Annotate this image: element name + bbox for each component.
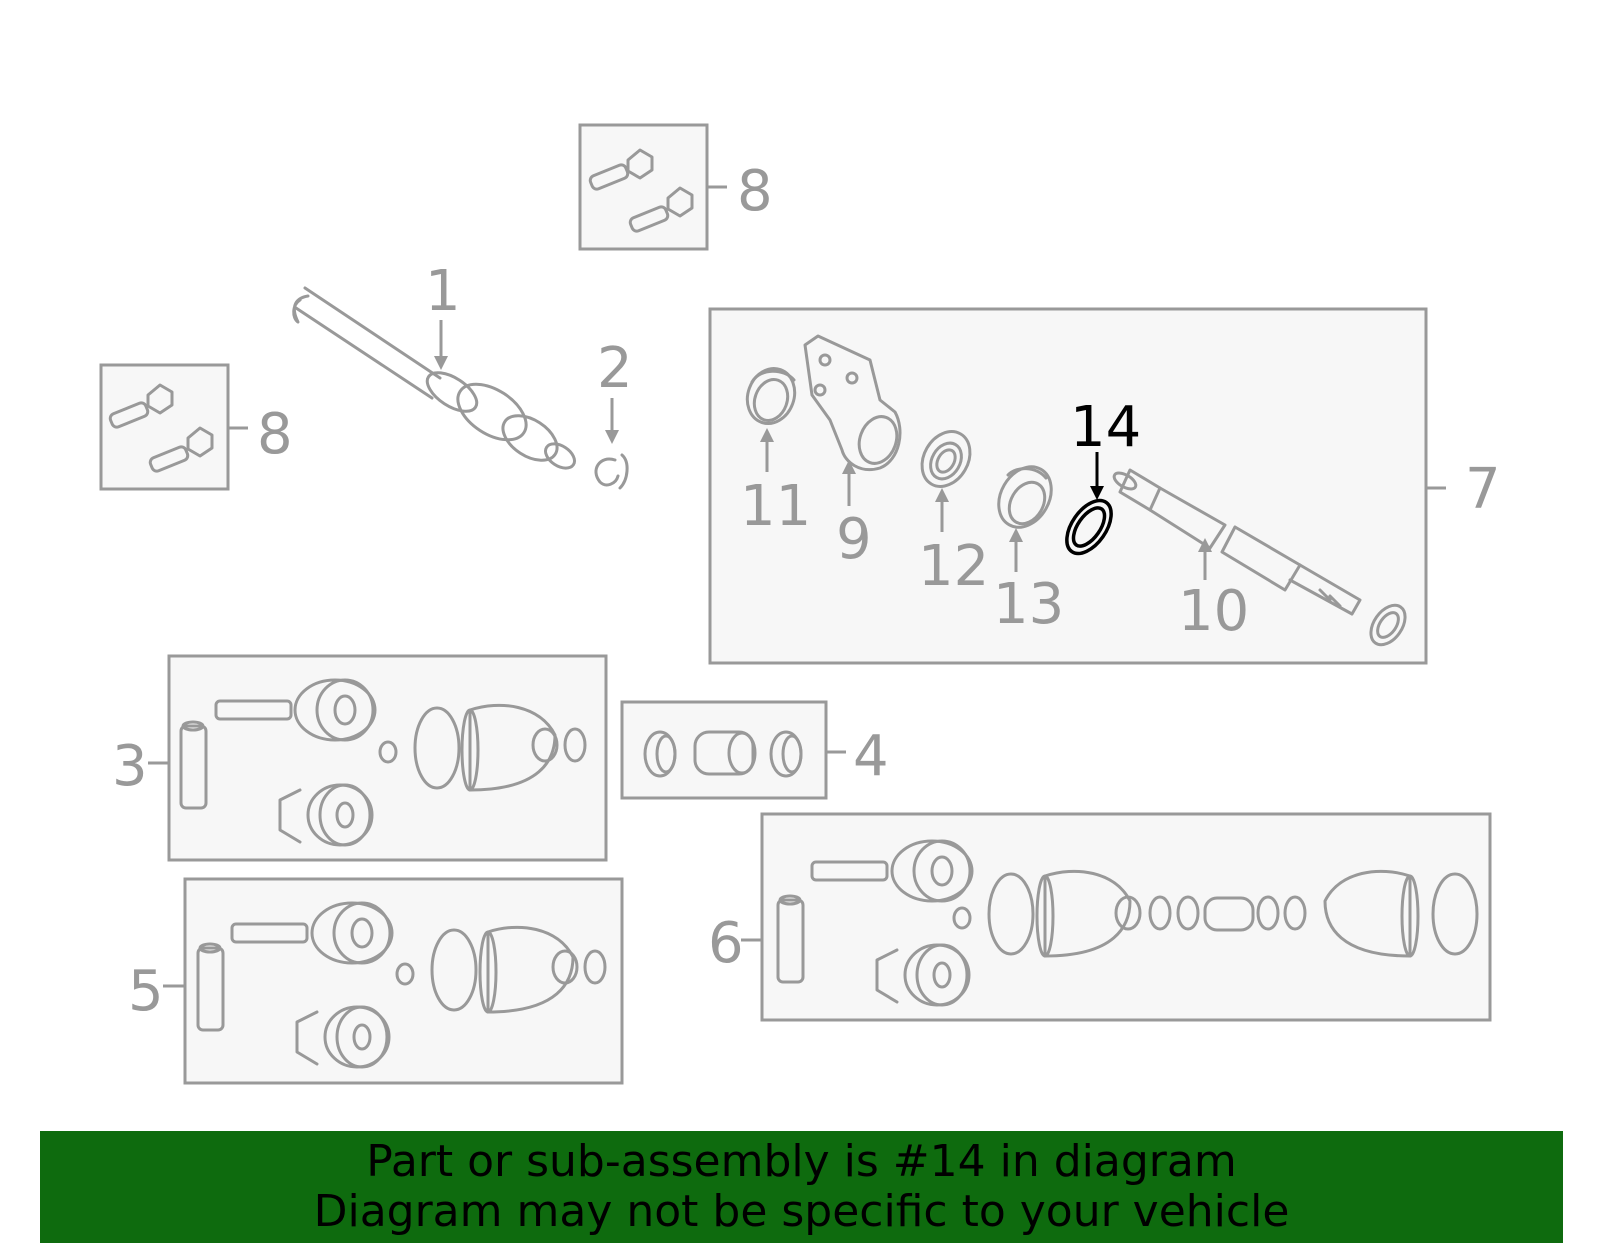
callout-1: 1 [425, 259, 461, 324]
bolt-box-top [578, 123, 727, 251]
box-6-boot-kit [741, 812, 1492, 1022]
callout-10: 10 [1178, 579, 1249, 644]
bolt-box-left [99, 363, 248, 491]
bearing-part-12 [920, 430, 972, 488]
callout-6: 6 [708, 911, 744, 976]
bracket-part-9 [803, 334, 902, 471]
snap-ring-part-10 [1369, 603, 1407, 647]
callout-12: 12 [918, 534, 989, 599]
axle-shaft-part-1 [292, 286, 576, 470]
callout-14: 14 [1070, 395, 1141, 460]
callout-9: 9 [836, 507, 872, 572]
callout-2: 2 [597, 336, 633, 401]
box-4-boot-kit [620, 700, 846, 800]
callout-5: 5 [128, 959, 164, 1024]
dust-seal-part-13 [997, 465, 1053, 529]
callout-3: 3 [112, 734, 148, 799]
box-7-intermediate-shaft [708, 307, 1446, 665]
box-5-cv-joint-kit [163, 877, 624, 1085]
notice-banner: Part or sub-assembly is #14 in diagram D… [40, 1131, 1563, 1243]
callout-13: 13 [993, 572, 1064, 637]
o-ring-part-14 [1065, 498, 1113, 556]
banner-line-1: Part or sub-assembly is #14 in diagram [366, 1136, 1237, 1187]
callout-4: 4 [853, 724, 889, 789]
callout-8-left: 8 [257, 402, 293, 467]
box-3-cv-joint-kit [148, 654, 608, 862]
callout-8-top: 8 [737, 159, 773, 224]
seal-part-11 [745, 367, 797, 425]
callout-11: 11 [740, 474, 811, 539]
intermediate-shaft-part-10 [1112, 468, 1362, 616]
banner-line-2: Diagram may not be specific to your vehi… [313, 1186, 1290, 1237]
callout-7: 7 [1465, 457, 1501, 522]
circlip-part-2 [594, 453, 629, 490]
